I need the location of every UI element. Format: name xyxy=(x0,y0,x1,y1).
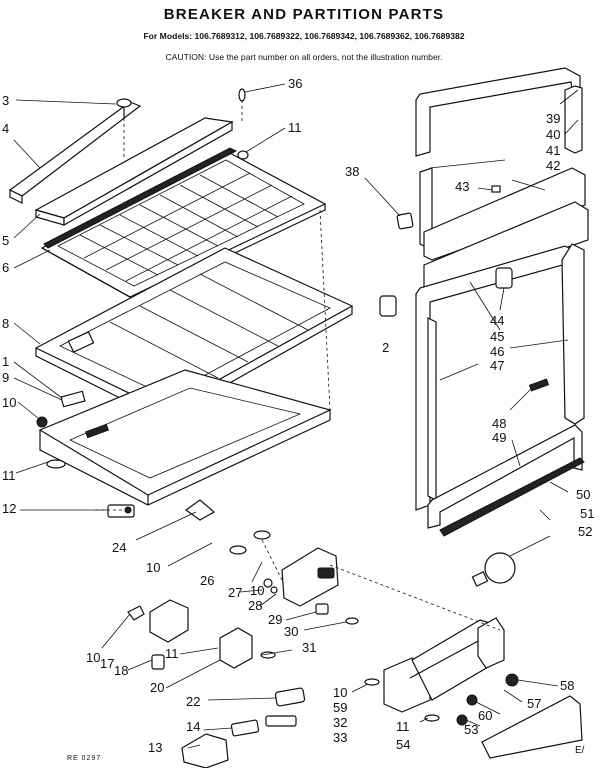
callout: 46 xyxy=(490,344,504,359)
callout: 4 xyxy=(2,121,9,136)
callout: 5 xyxy=(2,233,9,248)
callout: 40 xyxy=(546,127,560,142)
callout: 26 xyxy=(200,573,214,588)
screw-part xyxy=(237,150,249,160)
callout: 10 xyxy=(86,650,100,665)
callout: 17 xyxy=(100,656,114,671)
callout-labels: 3 4 5 6 8 1 9 10 11 12 36 11 38 2 39 40 … xyxy=(2,76,594,755)
screw-part xyxy=(238,88,246,102)
callout: 8 xyxy=(2,316,9,331)
callout: 42 xyxy=(546,158,560,173)
callout: 49 xyxy=(492,430,506,445)
breaker-strip-part xyxy=(8,101,142,204)
callout: 43 xyxy=(455,179,469,194)
bottom-tray-part xyxy=(38,369,332,506)
callout: 9 xyxy=(2,370,9,385)
corner-mark: E/ xyxy=(575,745,585,756)
callout: 38 xyxy=(345,164,359,179)
callout: 58 xyxy=(560,678,574,693)
model-numbers: For Models: 106.7689312, 106.7689322, 10… xyxy=(143,31,465,41)
callout: 29 xyxy=(268,612,282,627)
caution-note: CAUTION: Use the part number on all orde… xyxy=(165,52,443,62)
grille-shelf-part xyxy=(40,147,327,304)
diagram-title: BREAKER AND PARTITION PARTS xyxy=(163,6,445,23)
callout: 39 xyxy=(546,111,560,126)
callout: 11 xyxy=(288,120,302,135)
callout: 13 xyxy=(148,740,162,755)
callout: 3 xyxy=(2,93,9,108)
callout: 59 xyxy=(333,700,347,715)
light-bulb-part xyxy=(471,552,516,587)
callout: 10 xyxy=(250,583,264,598)
callout: 27 xyxy=(228,585,242,600)
callout: 18 xyxy=(114,663,128,678)
callout: 10 xyxy=(333,685,347,700)
callout: 10 xyxy=(2,395,16,410)
screw-part xyxy=(116,98,132,118)
callout: 50 xyxy=(576,487,590,502)
callout: 48 xyxy=(492,416,506,431)
callout: 52 xyxy=(578,524,592,539)
assembly-lines xyxy=(95,100,501,631)
callout: 30 xyxy=(284,624,298,639)
bracket-part xyxy=(379,185,550,392)
clip-part xyxy=(60,390,86,408)
callout: 11 xyxy=(2,468,16,483)
hinge-part xyxy=(107,504,135,518)
control-parts xyxy=(127,499,583,768)
callout: 41 xyxy=(546,143,560,158)
callout: 33 xyxy=(333,730,347,745)
callout: 51 xyxy=(580,506,594,521)
callout: 11 xyxy=(396,719,410,734)
nut-part xyxy=(36,416,48,428)
callout: 22 xyxy=(186,694,200,709)
callout: 24 xyxy=(112,540,126,555)
callout: 6 xyxy=(2,260,9,275)
callout: 14 xyxy=(186,719,200,734)
callout: 45 xyxy=(490,329,504,344)
callout: 20 xyxy=(150,680,164,695)
callout: 2 xyxy=(382,340,389,355)
drawing-code: RE 0297 xyxy=(67,755,102,762)
door-trim-part xyxy=(415,67,589,537)
callout: 53 xyxy=(464,722,478,737)
callout: 32 xyxy=(333,715,347,730)
partition-tray-part xyxy=(34,247,354,421)
callout: 44 xyxy=(490,313,504,328)
callout: 57 xyxy=(527,696,541,711)
top-frame-part xyxy=(34,117,234,227)
callout: 60 xyxy=(478,708,492,723)
callout: 11 xyxy=(165,646,179,661)
callout: 1 xyxy=(2,354,9,369)
callout: 54 xyxy=(396,737,410,752)
callout: 10 xyxy=(146,560,160,575)
callout: 28 xyxy=(248,598,262,613)
callout: 36 xyxy=(288,76,302,91)
callout: 31 xyxy=(302,640,316,655)
screw-part xyxy=(46,459,66,469)
leader-lines xyxy=(13,83,579,749)
callout: 12 xyxy=(2,501,16,516)
callout: 47 xyxy=(490,358,504,373)
